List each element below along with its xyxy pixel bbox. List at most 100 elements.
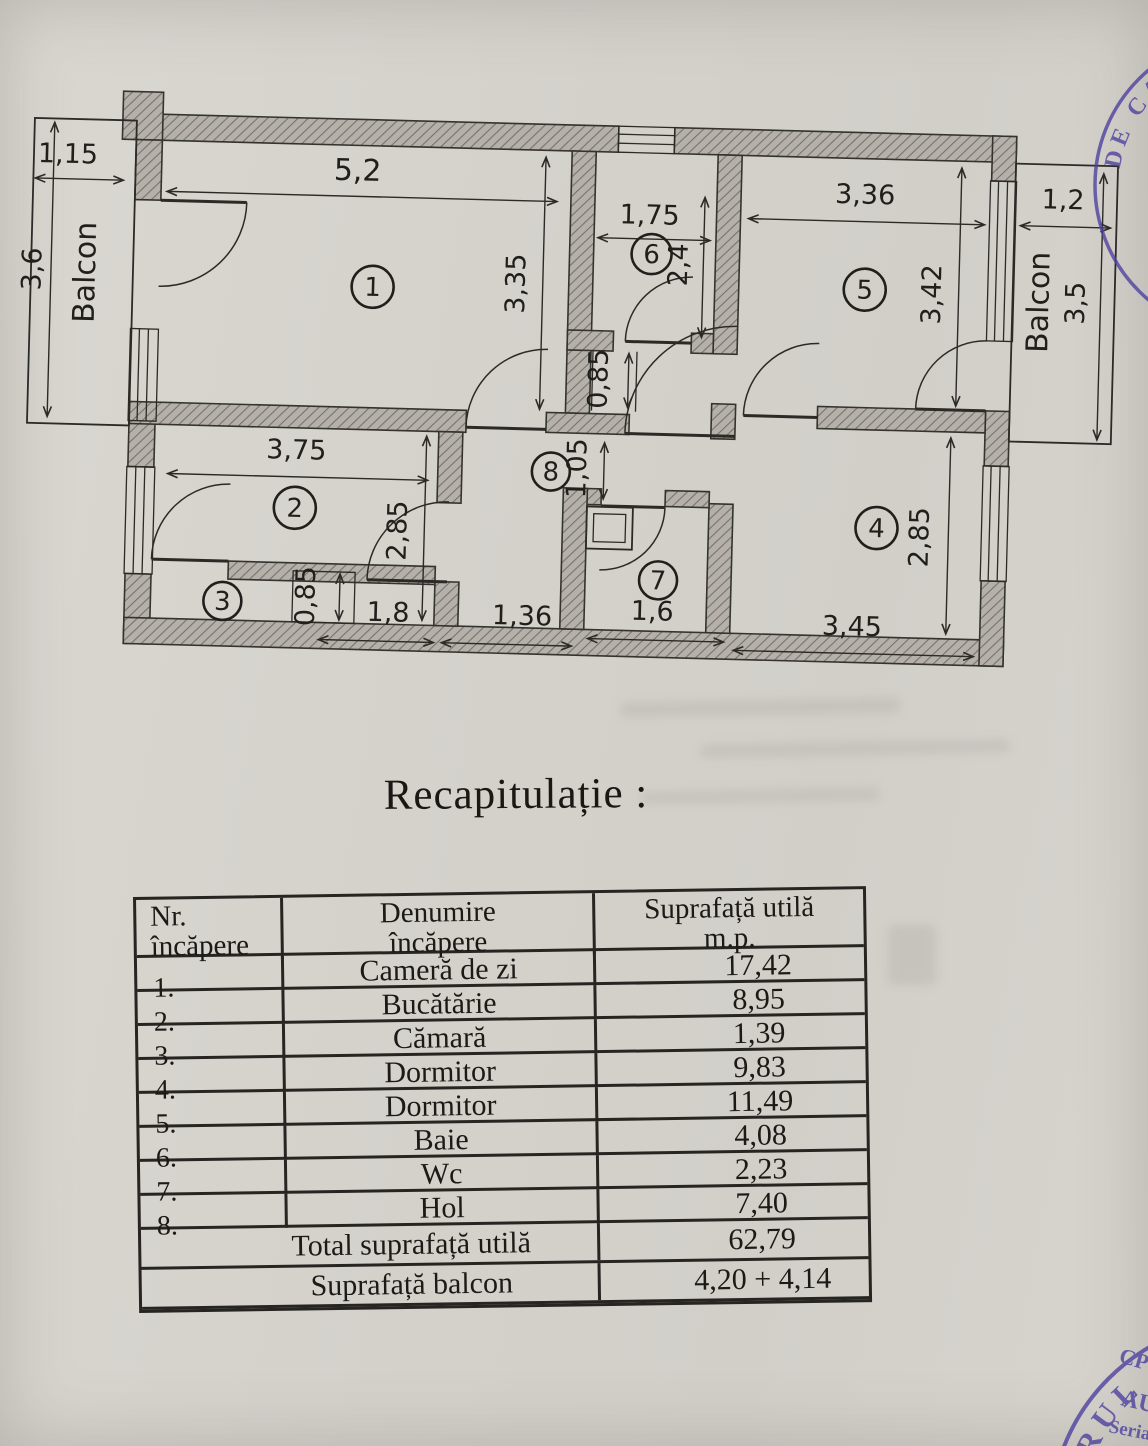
- svg-text:7: 7: [649, 566, 666, 596]
- recap-table: Nr. încăpere Denumire încăpere Suprafață…: [133, 886, 873, 1313]
- wall-segment: [127, 417, 156, 468]
- dim-line: [941, 435, 956, 637]
- wall-segment: [983, 410, 1011, 468]
- header-denumire: Denumire încăpere: [283, 893, 596, 960]
- dim-room3-height: 0,85: [290, 566, 323, 627]
- stamp-circle-bottom: [1062, 1345, 1148, 1446]
- dim-line: [33, 173, 126, 185]
- dim-line: [42, 120, 60, 419]
- wall-segment: [436, 430, 464, 505]
- dim-room5-height: 3,42: [916, 264, 949, 325]
- niche-line: [634, 351, 638, 412]
- dim-line: [746, 214, 987, 230]
- wall-segment: [690, 332, 715, 355]
- dim-balcon-left-width: 1,15: [38, 138, 99, 171]
- svg-text:6: 6: [643, 240, 660, 270]
- door: [599, 504, 666, 571]
- dim-line: [595, 233, 713, 246]
- room-number-6: 6: [630, 232, 673, 276]
- wall-segment: [134, 138, 164, 202]
- door: [150, 483, 231, 563]
- dim-balcon-left-height: 3,6: [16, 247, 48, 291]
- dim-line: [585, 634, 726, 647]
- dim-line: [439, 638, 574, 651]
- wall-segment: [135, 112, 620, 154]
- floor-plan: 1,15 5,2 1,75 3,36 1,2 3,6 Balcon 3,35 2…: [16, 90, 1119, 668]
- dim-line: [623, 351, 634, 410]
- svg-text:1: 1: [364, 273, 381, 303]
- dim-room7-width: 1,6: [630, 596, 674, 628]
- dim-line: [334, 571, 345, 623]
- dim-corridor-width: 1,36: [492, 600, 553, 633]
- dim-room2-height: 2,85: [381, 500, 414, 561]
- window: [127, 327, 160, 422]
- wall-segment: [978, 580, 1006, 668]
- dim-line: [165, 469, 430, 485]
- svg-text:2: 2: [286, 494, 303, 524]
- dim-balcon-right-width: 1,2: [1041, 184, 1085, 216]
- pantry-niche: [291, 570, 356, 625]
- window: [979, 465, 1010, 583]
- wall-segment: [558, 487, 589, 631]
- room-number-4: 4: [854, 505, 899, 551]
- dim-line: [417, 434, 432, 623]
- svg-text:5: 5: [856, 275, 873, 305]
- wall-segment: [712, 153, 744, 356]
- stamp-text-cp: CP: [1117, 1343, 1148, 1375]
- balcony-left-outline: [26, 116, 138, 427]
- bleed-through-mark: [888, 925, 936, 985]
- stamp-text-aut: AUT: [1119, 1386, 1148, 1423]
- dim-balcon-right-height: 3,5: [1060, 281, 1092, 325]
- table-header-row: Nr. încăpere Denumire încăpere Suprafață…: [136, 889, 864, 962]
- dim-room1-width: 5,2: [333, 153, 382, 189]
- dim-line: [731, 645, 976, 662]
- wall-segment: [990, 135, 1018, 183]
- balcon-left-label: Balcon: [67, 221, 105, 323]
- door: [158, 198, 248, 287]
- svg-text:3: 3: [214, 587, 231, 617]
- dim-room3-width: 1,8: [366, 597, 410, 629]
- stamp-text-seria: Seria: [1107, 1416, 1148, 1445]
- dim-line: [534, 155, 551, 412]
- dim-line: [696, 195, 710, 340]
- header-nr: Nr. încăpere: [136, 897, 284, 962]
- page-title: Recapitulație :: [383, 770, 649, 819]
- door: [465, 348, 549, 431]
- room-number-7: 7: [637, 560, 679, 601]
- svg-text:4: 4: [868, 514, 885, 544]
- window: [985, 180, 1018, 343]
- dim-room1-height: 3,35: [500, 253, 533, 314]
- room-number-5: 5: [842, 267, 888, 312]
- dim-room4-width: 3,45: [821, 611, 882, 644]
- balcony-right-outline: [1007, 162, 1119, 446]
- dim-line: [1018, 221, 1113, 233]
- stamp-text-bottom-arc: TERUL ADM: [1054, 1324, 1148, 1446]
- dim-hall-width: 1,05: [561, 438, 594, 499]
- dim-line: [598, 440, 610, 502]
- room-number-8: 8: [530, 451, 572, 492]
- wall-segment: [664, 489, 711, 509]
- wall-segment: [432, 580, 460, 627]
- room-number-1: 1: [350, 264, 395, 310]
- dim-hall-niche: 0,85: [583, 348, 616, 409]
- dim-line: [951, 166, 967, 409]
- room-number-3: 3: [202, 580, 243, 622]
- header-suprafata: Suprafață utilă m.p.: [644, 890, 815, 955]
- wall-segment: [704, 502, 734, 635]
- wall-segment: [227, 560, 437, 586]
- door: [914, 340, 988, 413]
- dim-room6-width: 1,75: [619, 199, 680, 232]
- wall-segment: [545, 411, 631, 436]
- wall-segment: [128, 400, 468, 434]
- dim-room5-width: 3,36: [835, 179, 896, 212]
- wall-segment: [121, 90, 165, 142]
- svg-text:8: 8: [542, 457, 559, 487]
- door: [742, 342, 820, 419]
- dim-line: [1092, 171, 1109, 442]
- window: [123, 465, 156, 575]
- wc-shaft-inner: [592, 512, 627, 544]
- door: [624, 276, 694, 345]
- door: [366, 501, 450, 584]
- room-number-2: 2: [272, 485, 318, 531]
- dim-room4-height: 2,85: [903, 507, 936, 568]
